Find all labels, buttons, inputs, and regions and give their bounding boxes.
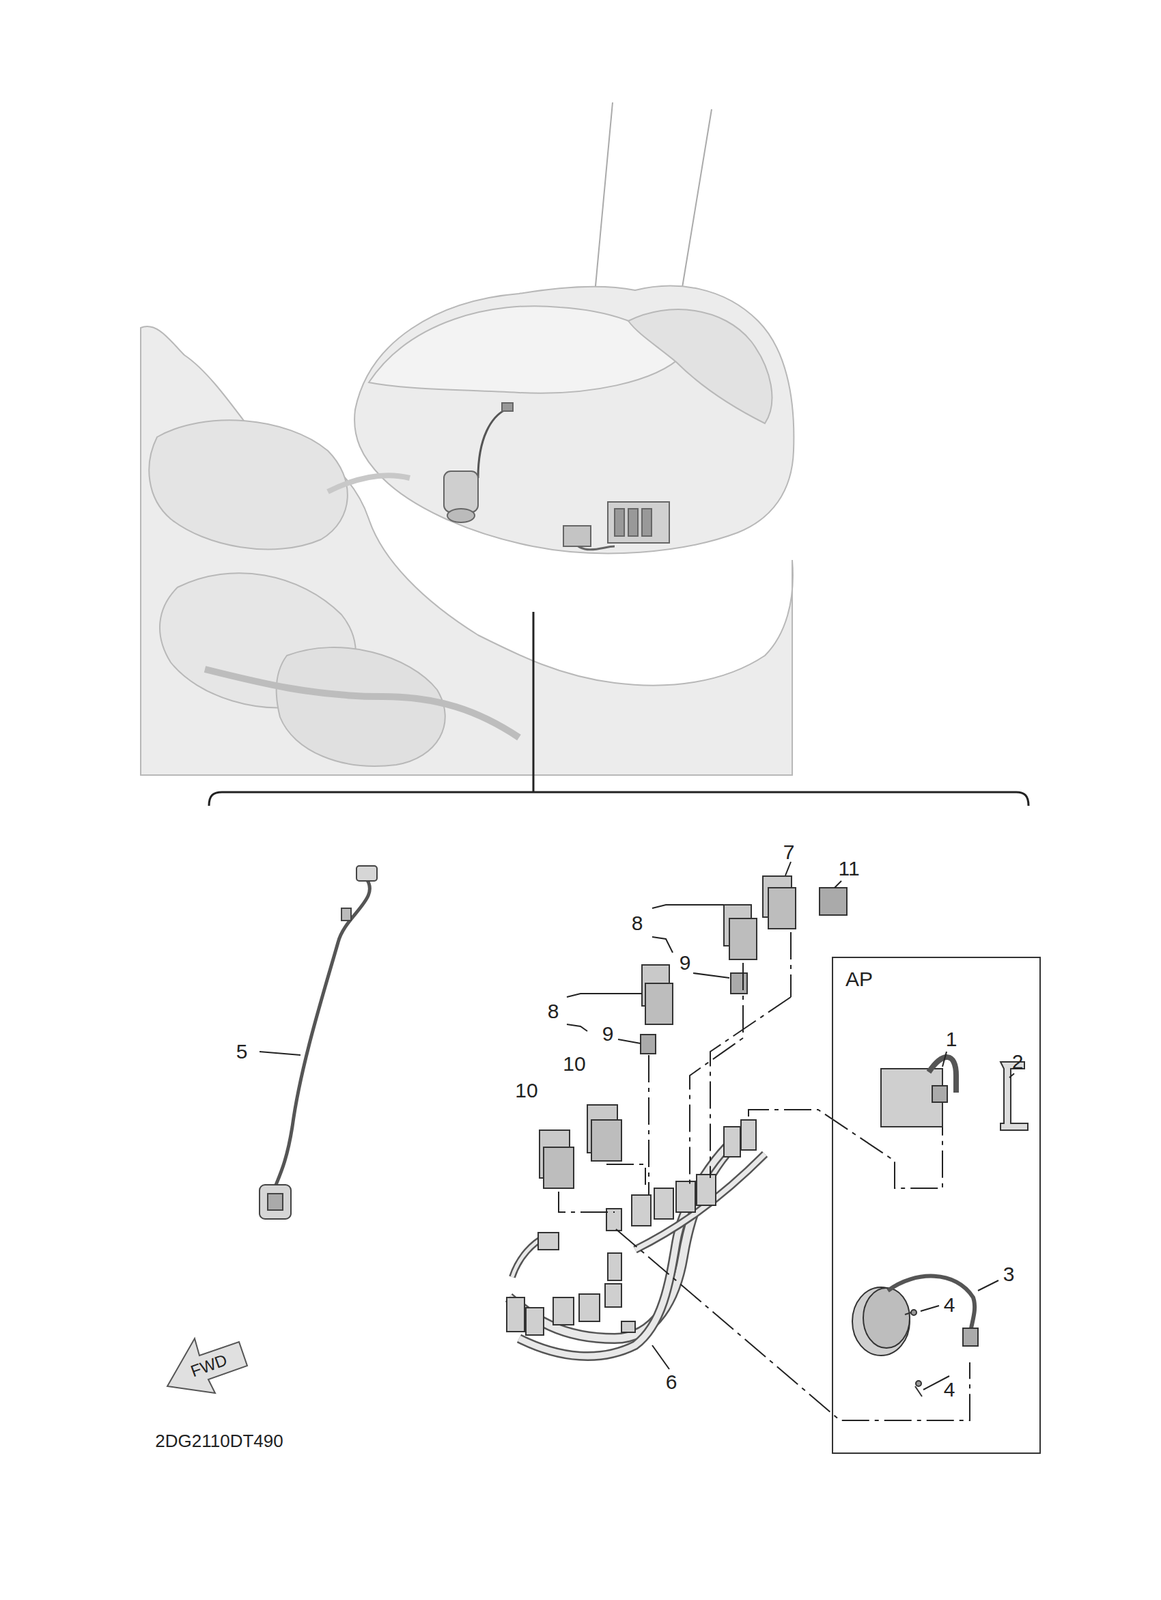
callout-number: 3 xyxy=(1003,1264,1015,1285)
callout-number: 6 xyxy=(665,1372,678,1393)
forward-arrow xyxy=(167,1338,248,1394)
callout-number: 8 xyxy=(631,913,644,934)
motorcycle-rear xyxy=(140,286,794,776)
callout-number: 5 xyxy=(236,1041,248,1062)
harness-connectors xyxy=(506,1120,757,1336)
sensor-lead xyxy=(259,865,377,1220)
installed-parts xyxy=(443,402,670,550)
accessory-group-box: AP xyxy=(831,956,1041,1454)
guide-line xyxy=(594,102,613,301)
callout-number: 9 xyxy=(602,1023,614,1045)
figure-code: 2DG2110DT490 xyxy=(155,1432,283,1450)
wire-harness xyxy=(508,1126,765,1357)
callout-line xyxy=(1009,1073,1015,1078)
leader-lines xyxy=(558,932,970,1421)
buzzer xyxy=(852,1276,978,1397)
callout-number: 11 xyxy=(837,858,860,879)
group-title: AP xyxy=(845,969,873,990)
callout-line xyxy=(652,1345,670,1370)
callout-line xyxy=(920,1305,940,1312)
callout-number: 10 xyxy=(562,1053,586,1075)
mount-bracket xyxy=(1000,1061,1028,1131)
relay-parts xyxy=(539,876,847,1189)
callout-number: 8 xyxy=(547,1001,560,1022)
callout-line xyxy=(259,1051,301,1056)
callout-line xyxy=(977,1280,999,1291)
callout-number: 1 xyxy=(945,1029,958,1050)
group-bracket xyxy=(208,611,1029,806)
callout-number: 2 xyxy=(1012,1051,1024,1073)
control-unit xyxy=(880,1057,957,1127)
callout-line xyxy=(942,1051,947,1067)
callout-number: 10 xyxy=(514,1080,538,1101)
guide-line xyxy=(679,109,712,304)
callout-number: 9 xyxy=(679,952,692,974)
callout-number: 4 xyxy=(943,1379,956,1401)
callout-number: 7 xyxy=(783,842,795,863)
callout-lines xyxy=(566,861,842,1044)
callout-number: 4 xyxy=(943,1294,956,1316)
